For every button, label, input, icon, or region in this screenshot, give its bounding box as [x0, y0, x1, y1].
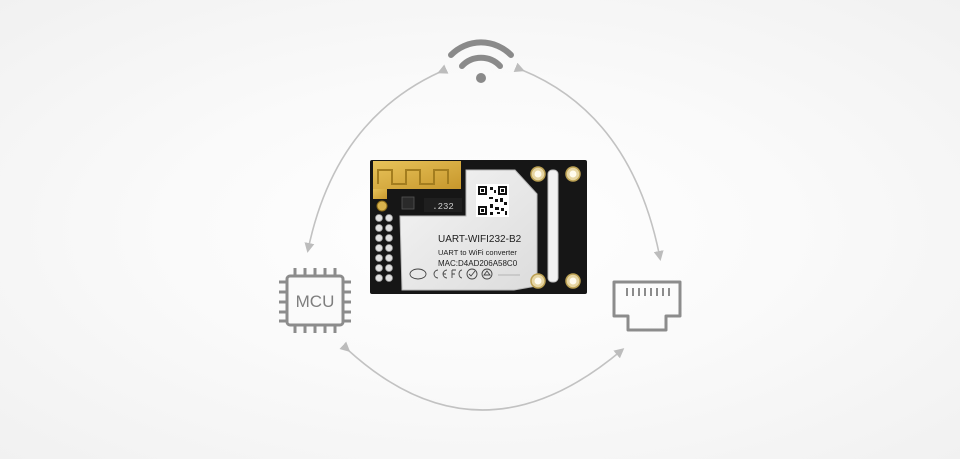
model-sticker [424, 198, 462, 212]
recycle-mark-icon [481, 268, 493, 280]
ethernet-port-icon [612, 280, 682, 332]
fcc-mark-icon [451, 269, 463, 279]
module-title: UART-WIFI232-B2 [438, 234, 522, 245]
uart-wifi-module: .232 UART-WIFI232-B2 UART to WiFi conver… [370, 160, 587, 294]
module-subtitle: UART to WiFi converter [438, 248, 517, 257]
mcu-label: MCU [296, 292, 335, 311]
certification-marks [409, 268, 493, 280]
model-short: .232 [432, 202, 454, 212]
arrow-mcu-to-ethernet [339, 341, 625, 411]
mcu-chip-icon: MCU [279, 268, 351, 333]
arrow-wifi-to-ethernet [513, 62, 664, 261]
check-mark-icon [466, 268, 478, 280]
ce-mark-icon [433, 269, 448, 279]
qr-code [476, 184, 509, 217]
wifi-certification-icon [409, 268, 427, 280]
wifi-icon [448, 39, 514, 83]
connector-slot [547, 169, 559, 283]
pin-header [375, 214, 393, 282]
module-mac: MAC:D4AD206A58C0 [438, 259, 518, 268]
arrow-wifi-to-mcu [304, 64, 449, 253]
pcb-antenna [373, 161, 461, 199]
cycle-arrows [304, 62, 664, 411]
ufl-connector [376, 200, 388, 212]
mounting-holes [530, 166, 581, 289]
